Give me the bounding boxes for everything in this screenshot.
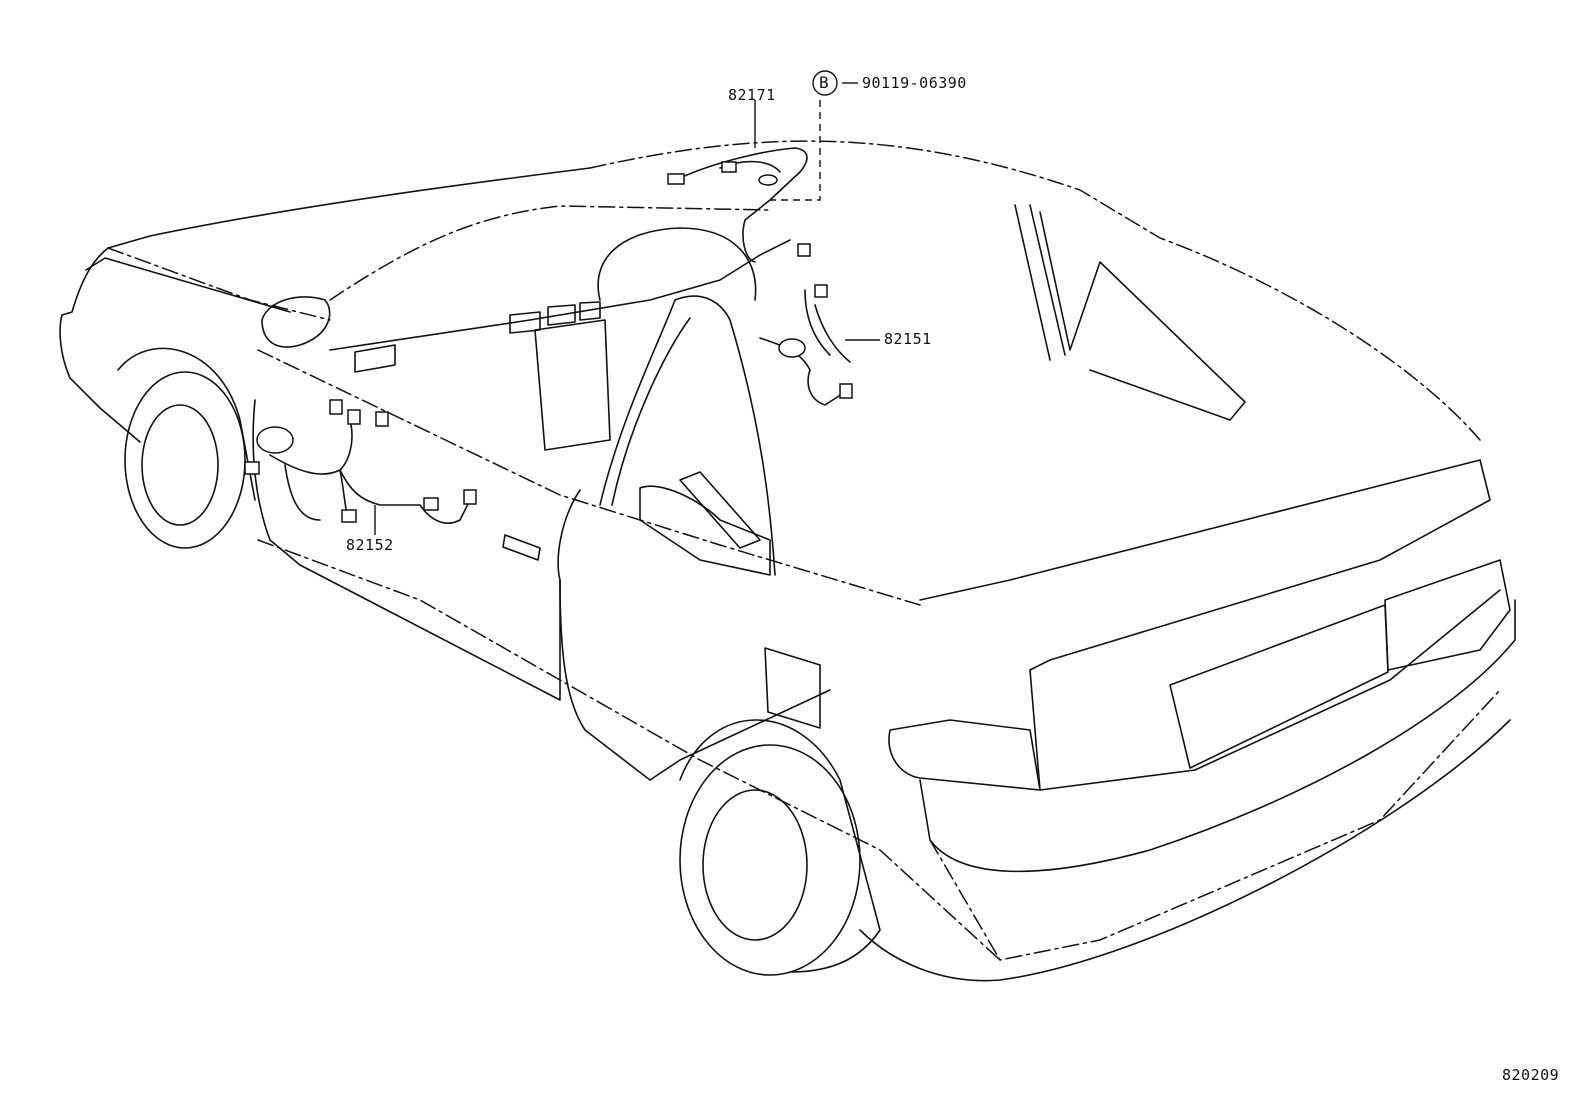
fastener-dashed-leader bbox=[770, 100, 821, 201]
lh-door-wire-harness bbox=[269, 419, 471, 524]
lh-connector-1 bbox=[329, 399, 343, 415]
front-wheel-rim bbox=[141, 404, 219, 526]
roof-connector-1 bbox=[667, 173, 685, 185]
lh-connector-3 bbox=[375, 411, 389, 427]
roof-grommet bbox=[758, 174, 778, 186]
bumper-lower bbox=[929, 689, 1501, 961]
vents bbox=[509, 301, 601, 334]
roof-connector-2 bbox=[721, 161, 737, 173]
front-fender bbox=[85, 257, 291, 313]
rear-wheel bbox=[679, 744, 861, 976]
lh-connector-2 bbox=[347, 409, 361, 425]
license-plate bbox=[1169, 604, 1389, 769]
rear-wheel-rim bbox=[702, 789, 808, 941]
side-mirror bbox=[261, 296, 331, 348]
a-pillar-inner bbox=[611, 317, 691, 506]
hood-edge bbox=[107, 167, 591, 249]
a-pillar bbox=[599, 295, 776, 576]
rh-grommet bbox=[778, 338, 806, 358]
front-wheel-arch bbox=[117, 347, 256, 501]
rh-connector-1 bbox=[797, 243, 811, 257]
lh-connector-4 bbox=[423, 497, 439, 511]
fastener-number: 90119-06390 bbox=[862, 74, 967, 92]
rear-face bbox=[1029, 589, 1501, 791]
lh-grommet bbox=[256, 426, 294, 454]
lh-connector-6 bbox=[341, 509, 357, 523]
front-nose bbox=[59, 247, 141, 443]
rear-wheel-arch bbox=[679, 719, 881, 973]
fastener-marker-circle bbox=[812, 70, 838, 96]
steering-wheel bbox=[597, 227, 757, 301]
c-pillar bbox=[1014, 204, 1066, 361]
fuel-door bbox=[764, 647, 821, 729]
seat bbox=[639, 485, 771, 576]
rear-door bbox=[559, 579, 831, 781]
rear-window bbox=[1039, 211, 1246, 421]
dashboard bbox=[329, 239, 791, 351]
tail-light-left bbox=[888, 719, 1041, 791]
lh-connector-7 bbox=[244, 461, 260, 475]
door-handle bbox=[502, 534, 541, 561]
figure-id: 820209 bbox=[1502, 1066, 1560, 1084]
trunk-lid bbox=[919, 459, 1491, 671]
bumper-bottom bbox=[859, 719, 1511, 982]
rear-bumper bbox=[919, 599, 1516, 873]
front-door bbox=[252, 399, 581, 701]
part-label-82152: 82152 bbox=[346, 536, 394, 554]
center-console bbox=[534, 319, 611, 451]
tail-light-right bbox=[1384, 559, 1511, 671]
part-label-82151: 82151 bbox=[884, 330, 932, 348]
hood-line bbox=[107, 247, 331, 321]
glovebox bbox=[354, 344, 396, 373]
belt-line bbox=[257, 349, 921, 606]
rh-connector-2 bbox=[814, 284, 828, 298]
fastener-marker: B bbox=[819, 73, 830, 92]
rh-connector-3 bbox=[839, 383, 853, 399]
part-label-82171: 82171 bbox=[728, 86, 776, 104]
rh-door-wire-harness bbox=[759, 289, 851, 406]
front-wheel bbox=[124, 371, 246, 549]
roof-outline bbox=[589, 140, 1481, 441]
lh-connector-5 bbox=[463, 489, 477, 505]
roof-wire-harness bbox=[679, 147, 808, 263]
windshield-top bbox=[329, 205, 771, 301]
rocker-line bbox=[257, 539, 1001, 961]
seat-back bbox=[679, 471, 761, 549]
